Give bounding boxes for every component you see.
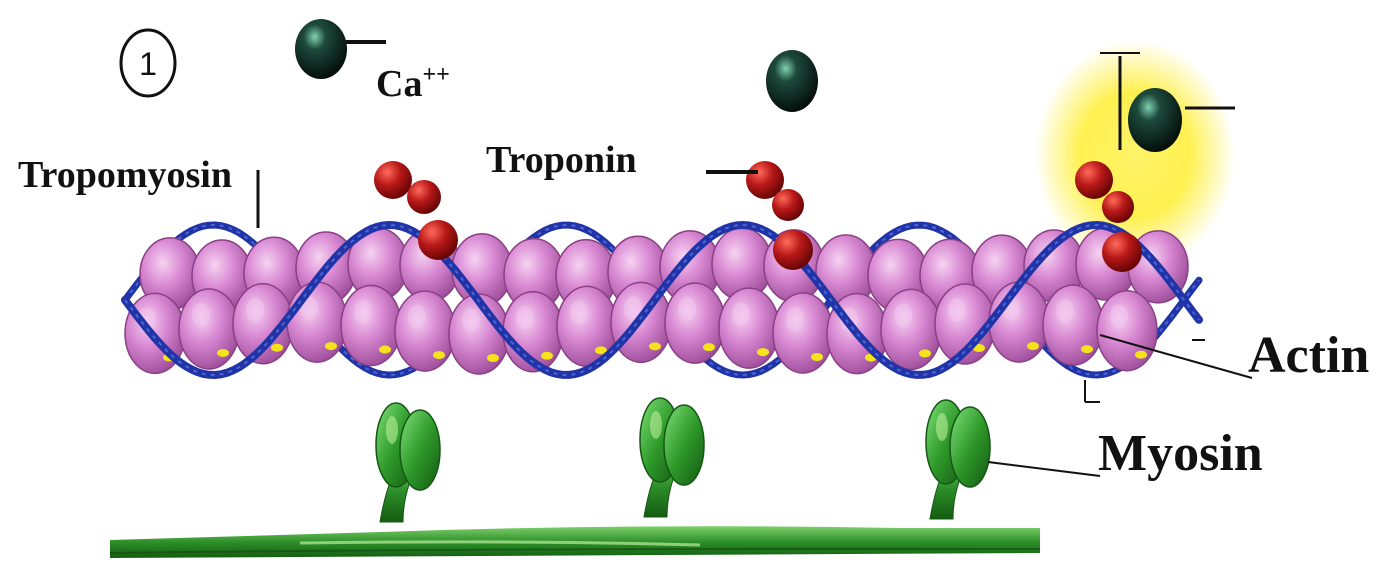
- calcium-ion-icon: [295, 19, 347, 79]
- step-number-text: 1: [139, 46, 157, 82]
- actin-bead-highlight: [732, 302, 750, 326]
- actin-bead-highlight: [570, 300, 588, 324]
- myosin-binding-site: [1081, 345, 1093, 353]
- troponin-subunit: [407, 180, 441, 214]
- calcium-ion-icon: [1128, 88, 1182, 152]
- calcium-label: Ca++: [376, 62, 450, 105]
- myosin-binding-site: [919, 349, 931, 357]
- calcium-label-group: Ca++: [376, 62, 450, 105]
- actin-bead: [989, 282, 1049, 362]
- myosin-binding-site: [433, 351, 445, 359]
- myosin-binding-site: [703, 343, 715, 351]
- troponin-subunit: [418, 220, 458, 260]
- myosin-binding-site: [271, 344, 283, 352]
- troponin-subunit: [1102, 232, 1142, 272]
- troponin-subunit: [1102, 191, 1134, 223]
- myosin-head-highlight: [386, 416, 398, 444]
- myosin-binding-site: [541, 352, 553, 360]
- myosin-head-icon: [950, 407, 990, 487]
- step-number-badge: 1: [121, 30, 175, 96]
- actin-label: Actin: [1248, 327, 1369, 384]
- actin-bead-highlight: [354, 300, 372, 324]
- myosin-leader-line: [988, 462, 1100, 476]
- actin-bead: [341, 286, 401, 366]
- myosin-binding-site: [1135, 351, 1147, 359]
- calcium-ion-icon: [766, 50, 818, 112]
- calcium-ion-1: [295, 19, 386, 79]
- myosin-thick-filament: [110, 526, 1040, 558]
- actin-bead-highlight: [1056, 299, 1074, 323]
- troponin-label: Troponin: [486, 139, 637, 181]
- myosin-label-group: Myosin: [988, 425, 1263, 482]
- actin-bead: [395, 291, 455, 371]
- actin-bead: [719, 288, 779, 368]
- myosin-binding-site: [649, 342, 661, 350]
- actin-bead-highlight: [462, 308, 480, 332]
- myosin-binding-site: [811, 353, 823, 361]
- troponin-subunit: [1075, 161, 1113, 199]
- troponin-subunit: [374, 161, 412, 199]
- actin-bead-highlight: [408, 305, 426, 329]
- actin-bead: [1043, 285, 1103, 365]
- myosin-head-icon: [664, 405, 704, 485]
- tropomyosin-label-group: Tropomyosin: [18, 154, 258, 228]
- myosin-binding-site: [487, 354, 499, 362]
- actin-bead: [179, 289, 239, 369]
- actin-bead-highlight: [948, 298, 966, 322]
- myosin-binding-site: [217, 349, 229, 357]
- actin-bead-highlight: [192, 303, 210, 327]
- troponin-subunit: [772, 189, 804, 221]
- actin-bead-highlight: [516, 306, 534, 330]
- actin-bead: [773, 293, 833, 373]
- actin-bead: [665, 283, 725, 363]
- actin-bead-highlight: [1110, 305, 1128, 329]
- myosin-head-icon: [400, 410, 440, 490]
- actin-bead: [287, 282, 347, 362]
- myosin-binding-site: [325, 342, 337, 350]
- actin-bead-highlight: [678, 297, 696, 321]
- myosin-label: Myosin: [1098, 425, 1263, 482]
- actin-bead-highlight: [894, 303, 912, 327]
- troponin-label-group: Troponin: [486, 139, 758, 181]
- actin-bead-highlight: [786, 307, 804, 331]
- troponin-subunit: [773, 230, 813, 270]
- myosin-head-highlight: [936, 413, 948, 441]
- myosin-head-highlight: [650, 411, 662, 439]
- tropomyosin-label: Tropomyosin: [18, 154, 232, 196]
- myosin-binding-site: [757, 348, 769, 356]
- myosin-binding-site: [379, 346, 391, 354]
- myosin-heads: [376, 398, 990, 522]
- actin-bead-highlight: [246, 298, 264, 322]
- myosin-binding-site: [1027, 342, 1039, 350]
- actin-bead: [881, 289, 941, 369]
- actin-bead: [1097, 291, 1157, 371]
